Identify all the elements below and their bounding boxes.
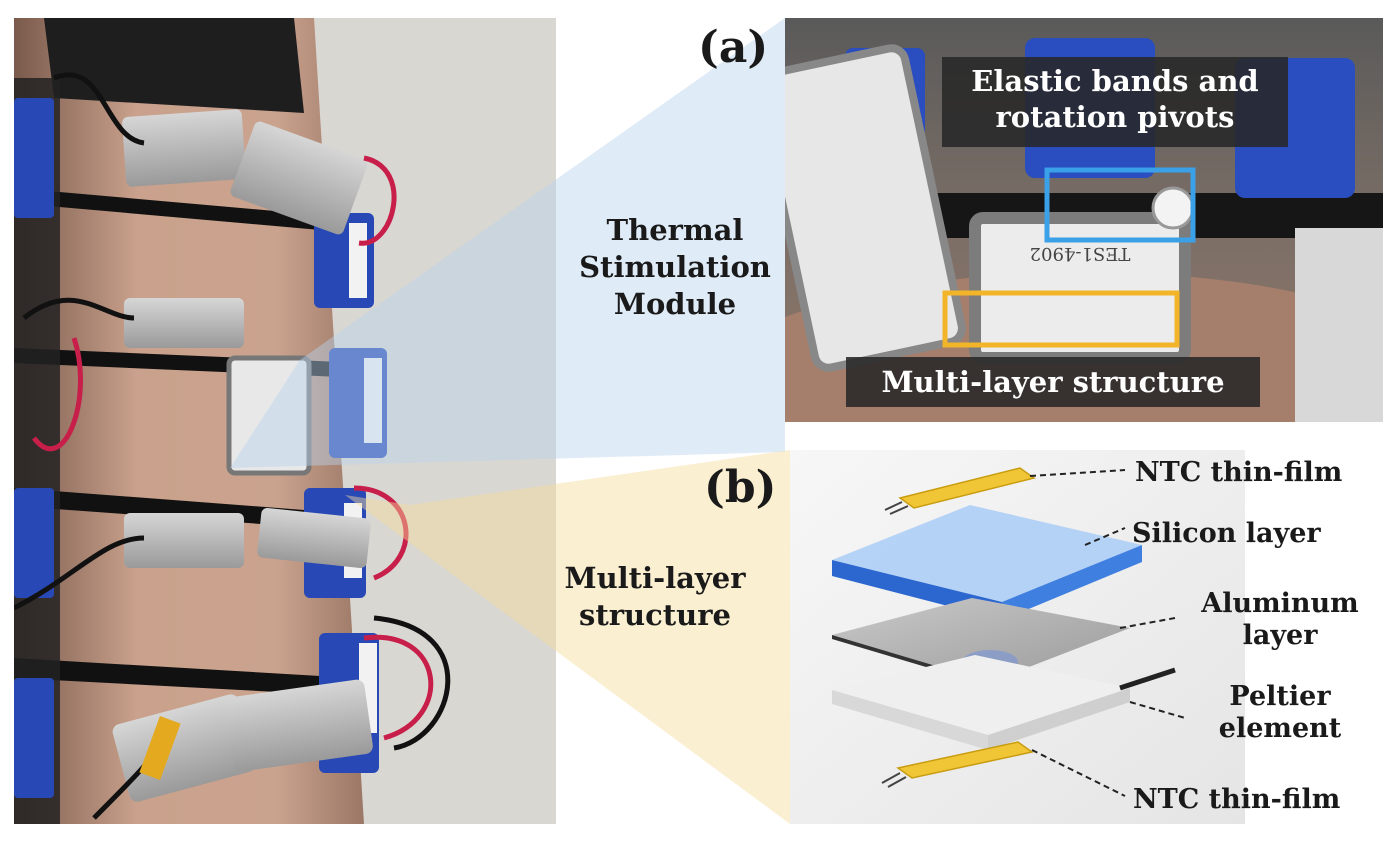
label-line: Peltier	[1229, 681, 1331, 712]
thermal-module-caption: Thermal Stimulation Module	[555, 212, 795, 323]
rotation-pivot	[1151, 186, 1195, 230]
zoom-cone-a	[230, 18, 785, 468]
exploded-diagram	[790, 450, 1245, 824]
thermal-module-left	[785, 44, 966, 372]
sleeve	[44, 18, 304, 113]
multi-layer-caption: Multi-layer structure	[545, 560, 765, 634]
caption-line: Multi-layer	[564, 561, 746, 595]
ntc-sensor	[139, 716, 181, 780]
caption-line: Thermal	[606, 213, 744, 247]
thermal-module	[112, 109, 373, 802]
label-line: element	[1218, 713, 1342, 744]
label-line: Aluminum	[1201, 588, 1359, 619]
caption-line: Stimulation	[579, 250, 771, 284]
module-print: TES1-4902	[1030, 243, 1131, 264]
layer-callout-box	[942, 290, 1180, 348]
panel-b-label: (b)	[704, 462, 777, 513]
pivot-callout-box	[1044, 167, 1196, 243]
arm-photo	[14, 18, 556, 824]
thermal-module-right	[1295, 228, 1383, 422]
peltier-element-label: Peltier element	[1180, 681, 1380, 745]
leader-lines	[1029, 469, 1186, 797]
ntc-bottom-label: NTC thin-film	[1133, 784, 1341, 815]
panel-a-label: (a)	[698, 22, 769, 73]
aluminum-layer-label: Aluminum layer	[1180, 588, 1380, 652]
multilayer-tag: Multi-layer structure	[846, 357, 1260, 407]
pivots-tag: Elastic bands and rotation pivots	[942, 57, 1288, 147]
tag-line: Elastic bands and	[971, 64, 1259, 98]
ntc-top-label: NTC thin-film	[1135, 457, 1343, 488]
silicon-layer	[832, 505, 1142, 620]
tag-line: rotation pivots	[995, 100, 1235, 134]
wires	[14, 72, 451, 820]
zoom-cone-b	[345, 450, 790, 824]
ntc-film-top	[884, 467, 1036, 515]
caption-line: structure	[579, 598, 731, 632]
silicon-layer-label: Silicon layer	[1132, 518, 1321, 549]
ntc-film-bottom	[881, 741, 1034, 788]
peltier-element	[832, 655, 1176, 750]
label-line: layer	[1242, 620, 1318, 651]
caption-line: Module	[613, 287, 737, 321]
